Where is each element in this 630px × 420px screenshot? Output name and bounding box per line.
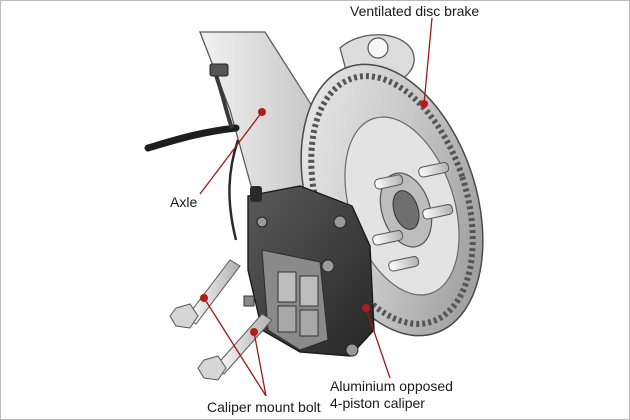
brake-caliper xyxy=(247,185,375,357)
brake-disc xyxy=(300,63,484,337)
axle-label: Axle xyxy=(170,194,198,210)
mount-bolt-label: Caliper mount bolt xyxy=(207,399,321,415)
caliper-label-line1: Aluminium opposed xyxy=(330,378,453,394)
wheel-studs xyxy=(372,162,454,272)
caliper-label: Aluminium opposed 4-piston caliper xyxy=(330,378,453,412)
disc-brake-label: Ventilated disc brake xyxy=(350,3,480,19)
caliper-mount-bolts xyxy=(169,259,273,381)
caliper-label-line2: 4-piston caliper xyxy=(330,395,425,411)
callout-dots xyxy=(200,100,428,336)
axle-shaft xyxy=(144,63,240,241)
callout-leaders xyxy=(199,17,433,397)
